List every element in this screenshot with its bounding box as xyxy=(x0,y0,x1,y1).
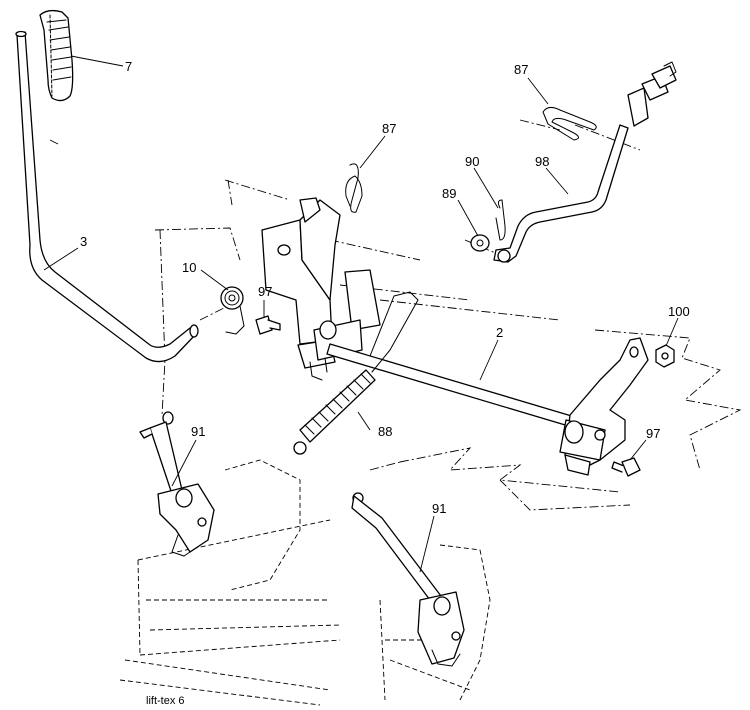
bolt-right xyxy=(611,457,641,477)
flat-washer xyxy=(470,234,490,252)
callout-clip-top: 87 xyxy=(382,121,396,136)
callout-bolt-left: 97 xyxy=(258,284,272,299)
callout-spring-large: 88 xyxy=(378,424,392,439)
adjustment-rod xyxy=(493,61,677,263)
hex-nut xyxy=(655,344,675,368)
handle-grip xyxy=(39,9,74,102)
pivot-bracket xyxy=(261,197,381,381)
torsion-spring xyxy=(220,286,245,335)
hairpin-clip-right xyxy=(542,106,597,141)
figure-caption: lift-tex 6 xyxy=(146,695,185,707)
callout-spring-small: 10 xyxy=(182,260,196,275)
leader-lines xyxy=(43,55,679,573)
callout-link-right: 91 xyxy=(432,501,446,516)
callout-rod: 98 xyxy=(535,154,549,169)
lift-link-left xyxy=(139,411,215,557)
extension-spring xyxy=(293,291,419,455)
assembly-guide-lines xyxy=(49,119,742,511)
callout-clip-mid: 90 xyxy=(465,154,479,169)
callout-grip: 7 xyxy=(125,59,132,74)
callout-washer: 89 xyxy=(442,186,456,201)
deck-outline xyxy=(119,459,491,706)
callout-clip-right: 87 xyxy=(514,62,528,77)
lift-arm-bracket xyxy=(559,337,649,476)
bolt-left xyxy=(255,315,281,335)
callout-link-left: 91 xyxy=(191,424,205,439)
callout-bolt-right: 97 xyxy=(646,426,660,441)
callout-shaft: 2 xyxy=(496,325,503,340)
callout-lever: 3 xyxy=(80,234,87,249)
lift-link-right xyxy=(351,492,465,667)
hairpin-clip-top xyxy=(345,163,363,213)
callout-nut: 100 xyxy=(668,304,690,319)
callout-labels: 7 3 10 97 87 87 90 89 98 100 2 88 97 91 … xyxy=(80,59,690,516)
hairpin-clip-mid xyxy=(495,199,506,241)
lift-lever xyxy=(15,30,199,363)
